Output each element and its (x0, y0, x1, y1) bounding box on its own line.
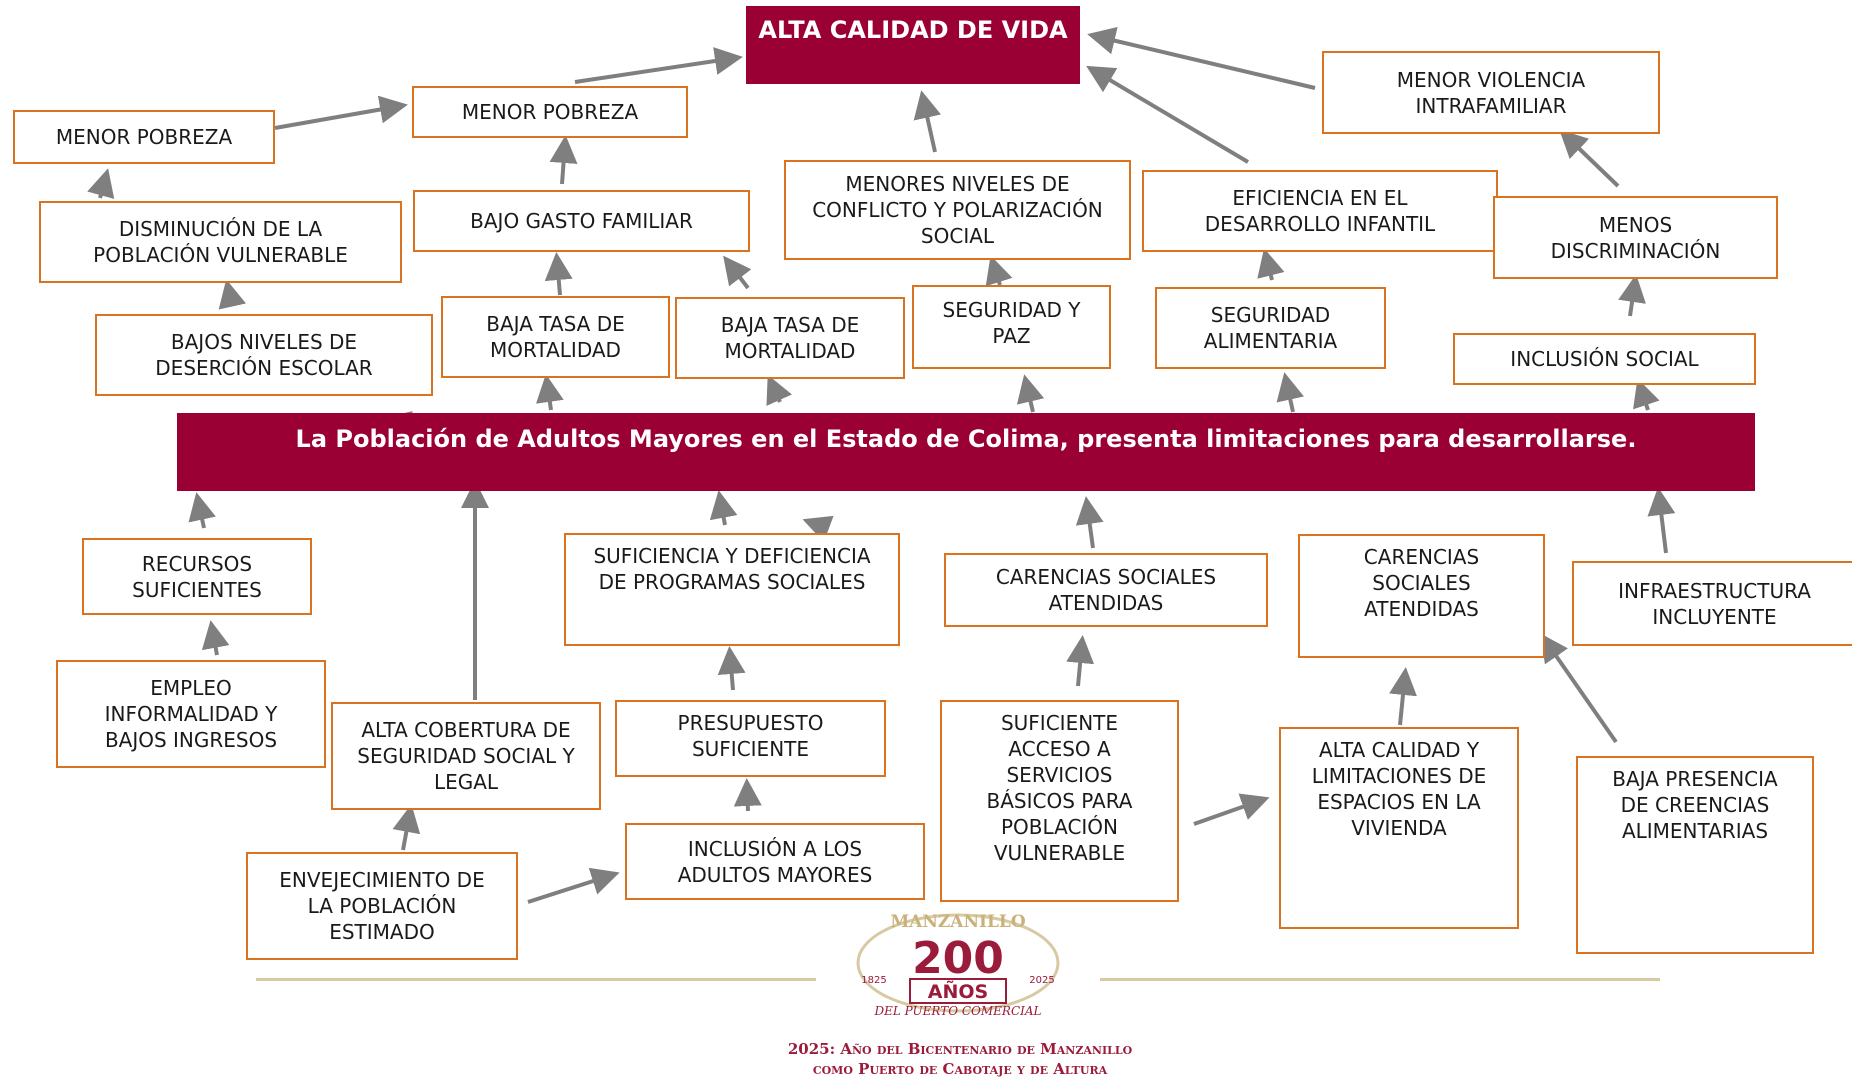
logo-number: 200 (912, 933, 1004, 984)
arrow (1066, 635, 1095, 687)
arrow (709, 490, 738, 526)
effect-bajos-niveles-desercion: BAJOS NIVELES DE DESERCIÓN ESCOLAR (95, 314, 433, 396)
arrow (1618, 274, 1646, 317)
footer-line-1: 2025: Año del Bicentenario de Manzanillo (787, 1040, 1133, 1058)
logo-year-left: 1825 (861, 975, 886, 986)
effect-seguridad-alimentaria: SEGURIDAD ALIMENTARIA (1155, 287, 1386, 369)
arrow (723, 255, 752, 290)
main-problem-banner: La Población de Adultos Mayores en el Es… (177, 413, 1755, 491)
logo-top-text: MANZANILLO (890, 912, 1026, 932)
cause-alta-calidad-vivienda: ALTA CALIDAD Y LIMITACIONES DE ESPACIOS … (1279, 727, 1519, 929)
cause-baja-presencia-creencias: BAJA PRESENCIA DE CREENCIAS ALIMENTARIAS (1576, 756, 1814, 954)
cause-alta-cobertura-seguridad-social: ALTA COBERTURA DE SEGURIDAD SOCIAL Y LEG… (331, 702, 601, 810)
effect-inclusion-social: INCLUSIÓN SOCIAL (1453, 333, 1756, 385)
arrow (527, 867, 620, 904)
arrow (1647, 487, 1676, 554)
arrow (218, 279, 247, 310)
effect-eficiencia-desarrollo-infantil: EFICIENCIA EN EL DESARROLLO INFANTIL (1142, 170, 1498, 252)
effect-menor-pobreza: MENOR POBREZA (412, 86, 688, 138)
cause-suficiencia-programas-sociales: SUFICIENCIA Y DEFICIENCIA DE PROGRAMAS S… (564, 533, 900, 646)
arrow (549, 135, 578, 185)
arrow (717, 646, 746, 691)
arrow (544, 252, 573, 296)
main-problem-text: La Población de Adultos Mayores en el Es… (295, 425, 1637, 453)
logo-year-right: 2025 (1029, 975, 1054, 986)
effect-menor-violencia-intrafamiliar: MENOR VIOLENCIA INTRAFAMILIAR (1322, 51, 1660, 134)
arrow (985, 255, 1013, 287)
goal-banner: ALTA CALIDAD DE VIDA (746, 6, 1080, 84)
cause-envejecimiento-poblacion: ENVEJECIMIENTO DE LA POBLACIÓN ESTIMADO (246, 852, 518, 960)
arrow (1086, 65, 1250, 164)
cause-recursos-suficientes: RECURSOS SUFICIENTES (82, 538, 312, 615)
cause-empleo-informalidad: EMPLEO INFORMALIDAD Y BAJOS INGRESOS (56, 660, 326, 768)
arrow (1075, 496, 1104, 549)
arrow (1559, 129, 1620, 188)
arrow (733, 778, 762, 812)
arrow (535, 374, 564, 411)
cause-inclusion-adultos-mayores: INCLUSIÓN A LOS ADULTOS MAYORES (625, 823, 925, 900)
arrow (392, 804, 421, 851)
arrow (574, 47, 743, 84)
cause-carencias-sociales-atendidas-2: CARENCIAS SOCIALES ATENDIDAS (1298, 534, 1545, 658)
logo-emblem-icon: MANZANILLO 200 AÑOS 1825 2025 DEL PUERTO… (856, 912, 1060, 1018)
arrow (1193, 793, 1270, 826)
arrow (1087, 26, 1316, 90)
footer-divider-left (256, 978, 816, 981)
effect-disminucion-poblacion-vulnerable: DISMINUCIÓN DE LA POBLACIÓN VULNERABLE (39, 201, 402, 283)
arrow (201, 620, 230, 656)
cause-infraestructura-incluyente: INFRAESTRUCTURA INCLUYENTE (1572, 561, 1852, 646)
arrow (87, 168, 115, 199)
arrow (766, 374, 792, 406)
effect-menos-discriminacion: MENOS DISCRIMINACIÓN (1493, 196, 1778, 279)
arrow (1276, 372, 1304, 413)
effect-bajo-gasto-familiar: BAJO GASTO FAMILIAR (413, 190, 750, 252)
arrow (802, 515, 834, 543)
arrow (1016, 374, 1045, 413)
footer-line-2: como Puerto de Cabotaje y de Altura (812, 1060, 1108, 1078)
cause-presupuesto-suficiente: PRESUPUESTO SUFICIENTE (615, 700, 886, 777)
arrow (913, 90, 942, 153)
effect-menores-niveles-conflicto: MENORES NIVELES DE CONFLICTO Y POLARIZAC… (784, 160, 1131, 260)
footer-divider-right (1100, 978, 1660, 981)
arrow (1540, 633, 1618, 744)
effect-baja-tasa-mortalidad-2: BAJA TASA DE MORTALIDAD (675, 297, 905, 379)
logo-bottom-text: DEL PUERTO COMERCIAL (873, 1004, 1041, 1018)
cause-suficiente-acceso-servicios: SUFICIENTE ACCESO A SERVICIOS BÁSICOS PA… (940, 700, 1179, 902)
logo-word: AÑOS (928, 979, 988, 1003)
cause-carencias-sociales-atendidas: CARENCIAS SOCIALES ATENDIDAS (944, 553, 1268, 627)
effect-baja-tasa-mortalidad-1: BAJA TASA DE MORTALIDAD (441, 296, 670, 378)
arrow (1633, 378, 1660, 411)
goal-text: ALTA CALIDAD DE VIDA (758, 16, 1068, 44)
effect-seguridad-paz: SEGURIDAD Y PAZ (912, 285, 1111, 369)
arrow (1257, 248, 1285, 281)
bicentenario-logo: MANZANILLO 200 AÑOS 1825 2025 DEL PUERTO… (838, 903, 1078, 1018)
arrow (274, 95, 408, 130)
arrow (1389, 667, 1417, 726)
arrow (188, 492, 216, 529)
effect-menor-pobreza-left: MENOR POBREZA (13, 110, 275, 164)
